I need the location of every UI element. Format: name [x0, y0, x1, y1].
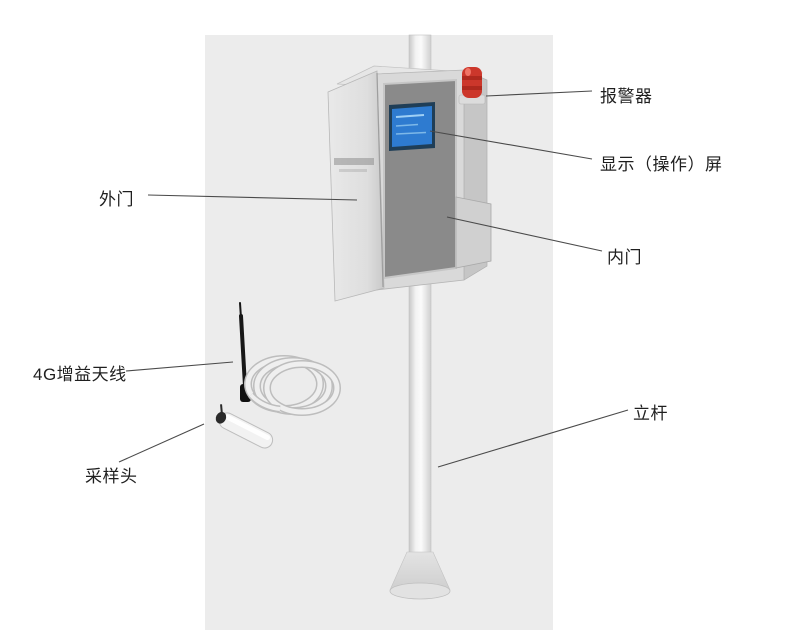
leader-antenna	[125, 361, 234, 372]
label-inner-door: 内门	[607, 248, 642, 267]
label-screen: 显示（操作）屏	[600, 155, 723, 174]
screen-text-line	[395, 131, 427, 135]
alarm-stripe	[462, 76, 482, 80]
antenna-tip	[239, 302, 242, 319]
alarm-beacon	[458, 67, 486, 105]
pole-base-flange	[389, 582, 451, 600]
door-hinge-edge	[376, 72, 384, 288]
label-antenna-4g: 4G增益天线	[33, 365, 127, 384]
sampling-head-tip	[215, 411, 227, 424]
leader-outer-door	[147, 194, 358, 201]
leader-sampling-head	[118, 423, 205, 463]
door-nameplate	[334, 158, 374, 165]
antenna-whip	[239, 314, 247, 388]
alarm-highlight	[465, 68, 471, 76]
leader-alarm	[485, 90, 593, 97]
sampling-head-pin	[220, 404, 223, 414]
outer-door	[327, 70, 385, 302]
leader-screen	[429, 130, 593, 160]
door-nameplate-line	[339, 169, 367, 172]
label-outer-door: 外门	[99, 190, 134, 209]
sampling-head	[215, 404, 274, 449]
screen-text-line	[395, 123, 419, 127]
monitor-cabinet	[327, 65, 492, 302]
display-screen	[389, 102, 435, 151]
label-sampling-head: 采样头	[85, 467, 138, 486]
coiled-cable	[244, 355, 341, 416]
leader-pole	[437, 409, 629, 468]
screen-text-line	[395, 114, 425, 118]
label-alarm: 报警器	[600, 87, 653, 106]
label-pole: 立杆	[633, 404, 668, 423]
leader-lines	[118, 90, 629, 468]
side-module	[455, 196, 492, 269]
alarm-light	[462, 67, 482, 98]
alarm-stripe	[462, 86, 482, 90]
antenna-4g	[239, 302, 341, 416]
leader-inner-door	[446, 216, 603, 252]
